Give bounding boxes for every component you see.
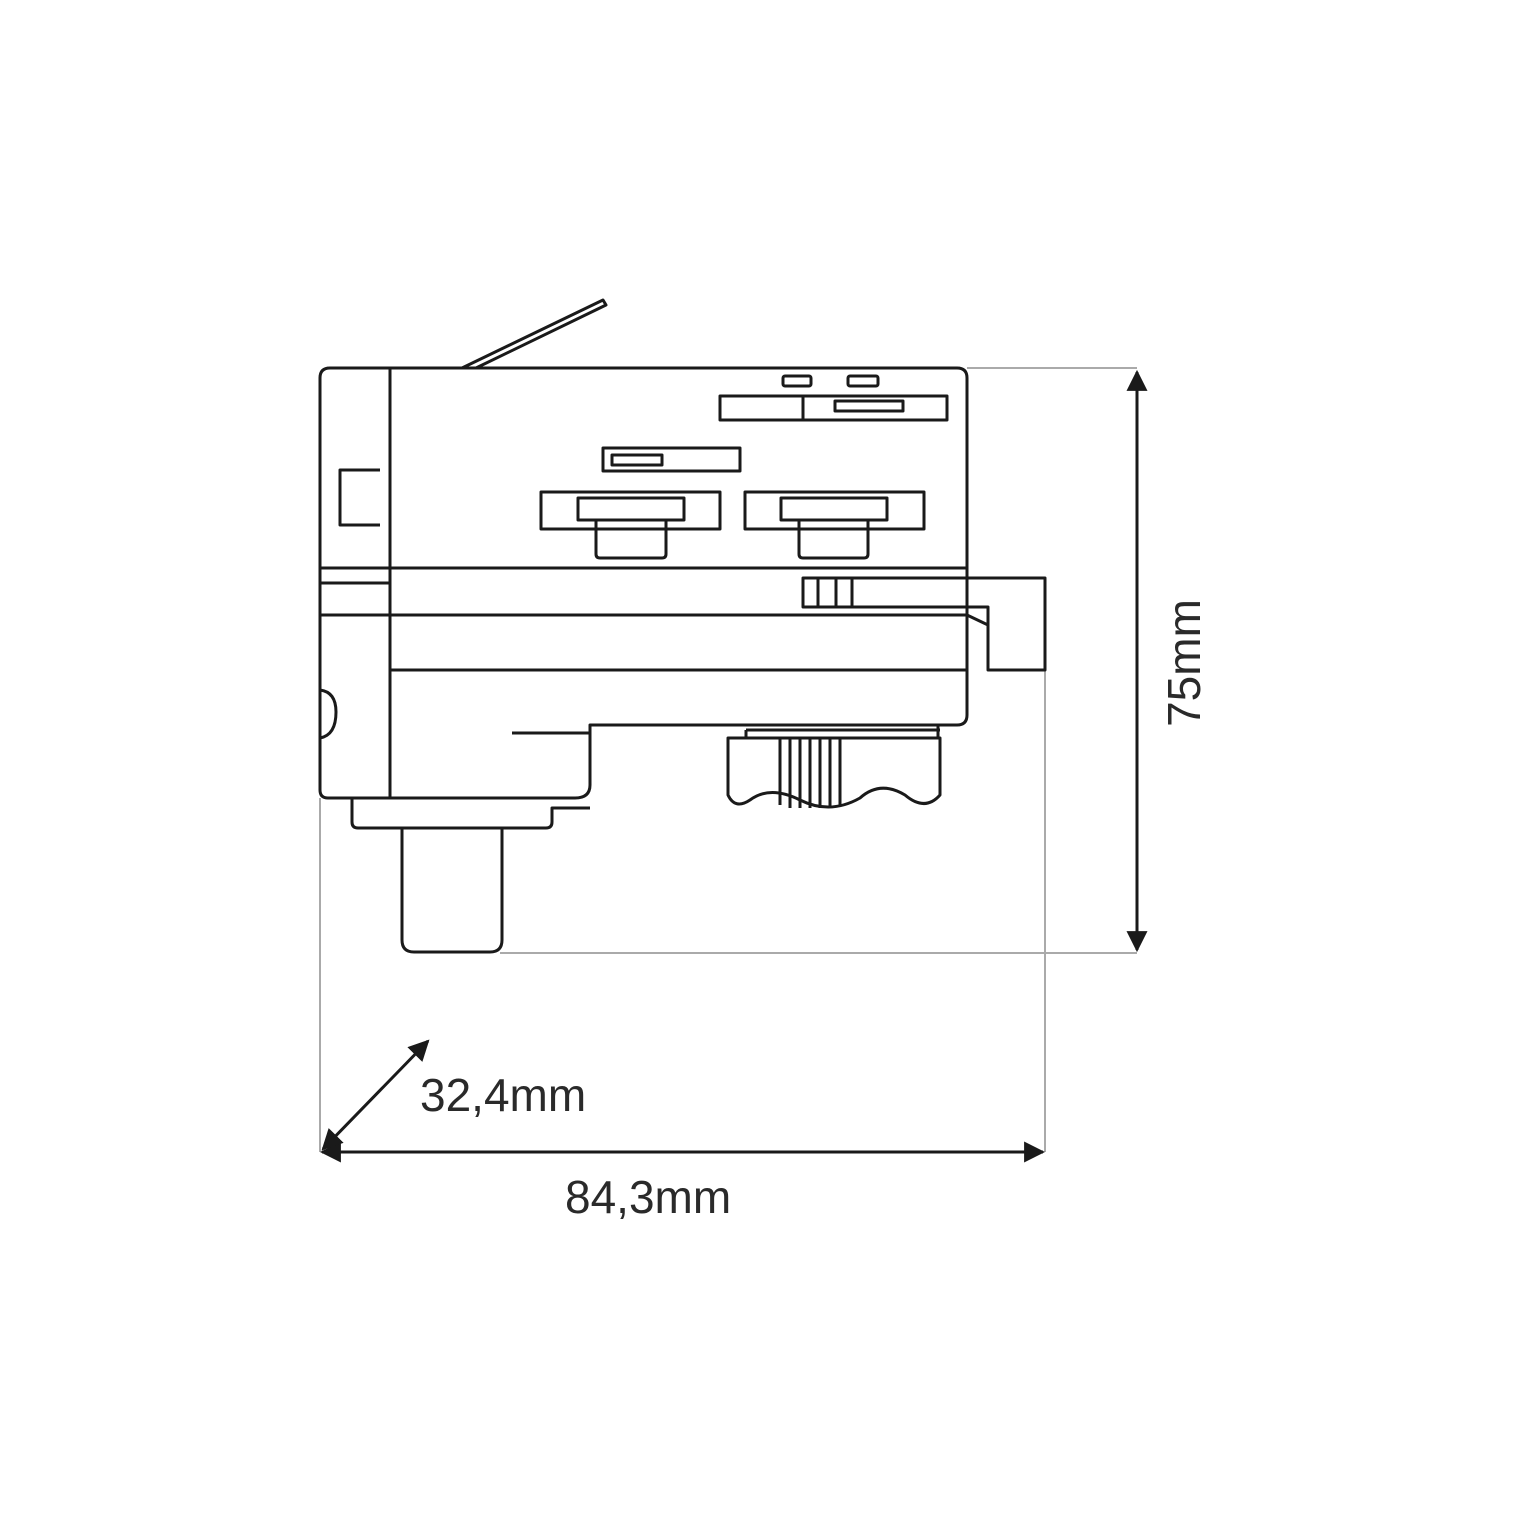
contact-right: [743, 490, 926, 560]
extension-lines: [319, 367, 1137, 1152]
rotary-knob: [726, 725, 942, 809]
height-label: 75mm: [1157, 599, 1210, 727]
contact-left: [539, 490, 722, 560]
locking-lever: [801, 576, 1047, 672]
wire: [461, 298, 608, 370]
lower-body: [318, 568, 969, 830]
top-housing: [318, 366, 969, 570]
mounting-pin: [400, 828, 504, 954]
width-label: 84,3mm: [565, 1171, 732, 1223]
depth-label: 32,4mm: [420, 1069, 587, 1121]
depth-dimension-arrow: [321, 1039, 430, 1151]
